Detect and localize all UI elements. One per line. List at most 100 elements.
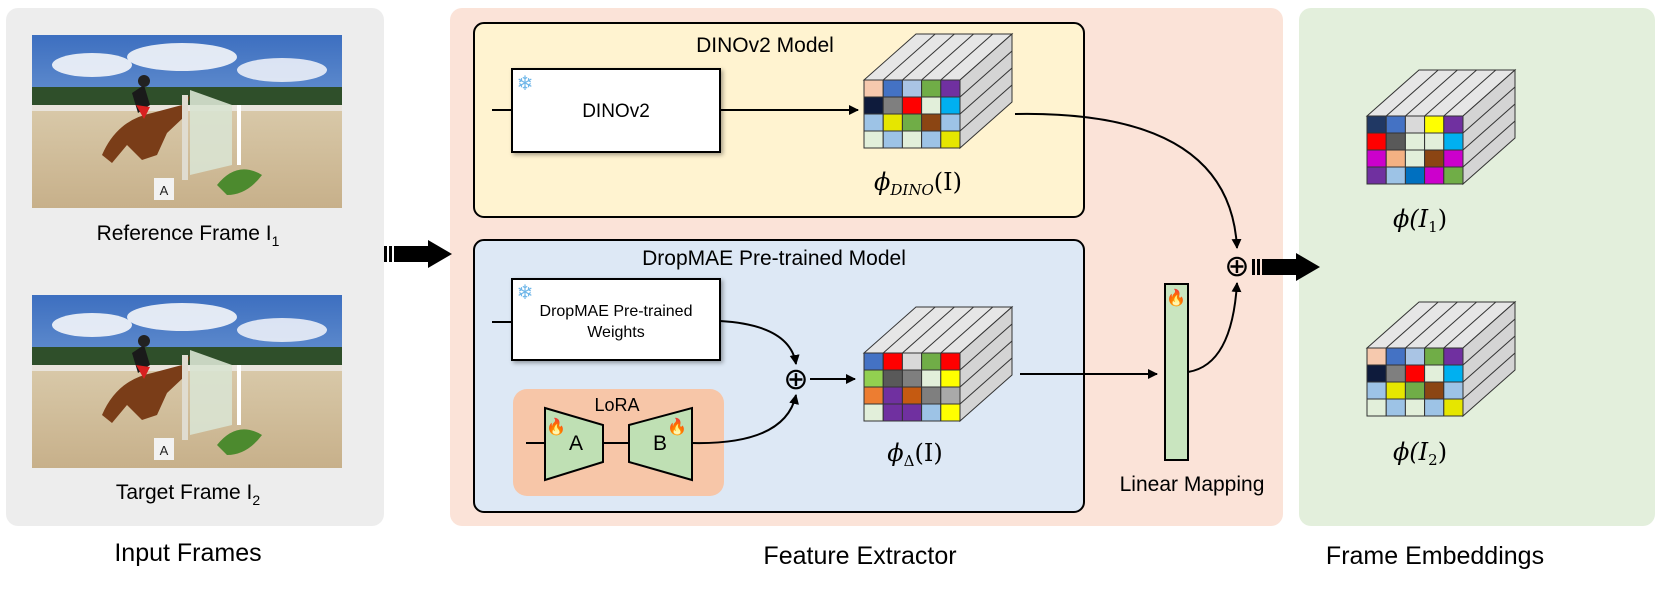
feature-cell <box>1366 347 1387 366</box>
target-frame-image <box>32 295 342 468</box>
feature-cell <box>1404 132 1426 151</box>
dropmae-model-title: DropMAE Pre-trained Model <box>642 247 906 270</box>
feature-cell <box>1404 149 1426 168</box>
feature-cell <box>1424 166 1445 185</box>
lora-b-label: B <box>653 432 667 455</box>
feature-cell <box>1385 364 1406 383</box>
feature-cell <box>921 369 942 388</box>
feature-cell <box>901 386 923 405</box>
feature-cell <box>901 96 923 115</box>
feature-cell <box>921 352 942 371</box>
input-to-extractor-arrow <box>384 240 452 268</box>
feature-cell <box>901 369 923 388</box>
section-label-input: Input Frames <box>114 539 261 567</box>
lora-plus-symbol: ⊕ <box>783 362 808 397</box>
dino-to-merge-arrow <box>1014 112 1242 249</box>
feature-cell <box>940 130 961 149</box>
feature-cell <box>940 96 961 115</box>
feature-cell <box>1366 381 1387 400</box>
feature-cell <box>882 403 903 422</box>
feature-cell <box>1385 381 1406 400</box>
fire-icon: 🔥 <box>667 417 687 436</box>
feature-cell <box>940 369 961 388</box>
fire-icon: 🔥 <box>1166 288 1186 307</box>
dino-feature-label: ϕDINO(I) <box>874 168 962 199</box>
feature-cell <box>921 113 942 132</box>
feature-cell <box>1443 115 1464 134</box>
dropmae-weights-label-1: DropMAE Pre-trained <box>540 303 693 320</box>
feature-cell <box>1385 166 1406 185</box>
feature-cell <box>863 113 884 132</box>
weights-to-plus-arrow <box>719 320 800 365</box>
extractor-to-embeddings-arrow <box>1252 253 1320 281</box>
feature-cell <box>901 352 923 371</box>
feature-cell <box>1385 132 1406 151</box>
feature-cell <box>940 386 961 405</box>
lora-a-label: A <box>569 432 583 455</box>
embedding-1-cube <box>1365 68 1517 186</box>
feature-cell <box>1385 347 1406 366</box>
feature-cell <box>940 79 961 98</box>
feature-cell <box>940 352 961 371</box>
fire-icon: 🔥 <box>546 417 566 436</box>
feature-cell <box>1366 132 1387 151</box>
feature-cell <box>1366 166 1387 185</box>
feature-cell <box>921 79 942 98</box>
feature-cell <box>1424 364 1445 383</box>
target-frame-label: Target Frame I2 <box>116 481 261 508</box>
feature-cell <box>940 113 961 132</box>
delta-feature-cube <box>862 305 1014 423</box>
dino-model-title: DINOv2 Model <box>696 34 834 57</box>
embedding-2-label: ϕ(I2) <box>1393 438 1447 469</box>
feature-cell <box>1404 347 1426 366</box>
feature-cell <box>863 403 884 422</box>
feature-cell <box>1404 364 1426 383</box>
feature-cell <box>1366 149 1387 168</box>
feature-cell <box>863 79 884 98</box>
linear-to-merge-arrow <box>1187 282 1242 373</box>
linear-mapping-bar <box>1164 283 1189 461</box>
delta-feature-label: ϕΔ(I) <box>887 439 942 470</box>
section-label-extractor: Feature Extractor <box>763 542 956 570</box>
feature-cell <box>901 130 923 149</box>
feature-cell <box>882 352 903 371</box>
feature-cell <box>921 386 942 405</box>
feature-cell <box>1443 149 1464 168</box>
feature-cell <box>863 130 884 149</box>
feature-cell <box>1385 149 1406 168</box>
feature-cell <box>901 113 923 132</box>
feature-cell <box>1443 166 1464 185</box>
feature-cell <box>1443 381 1464 400</box>
reference-frame-image <box>32 35 342 208</box>
lora-b-block <box>628 406 693 482</box>
lora-title: LoRA <box>594 395 639 415</box>
feature-cell <box>1424 398 1445 417</box>
feature-cell <box>882 130 903 149</box>
feature-cell <box>1366 115 1387 134</box>
feature-cell <box>1404 381 1426 400</box>
feature-cell <box>1404 398 1426 417</box>
reference-frame-label: Reference Frame I1 <box>97 222 280 249</box>
dino-block-label: DINOv2 <box>582 101 650 122</box>
feature-cell <box>1424 132 1445 151</box>
feature-cell <box>1443 398 1464 417</box>
feature-cell <box>1404 166 1426 185</box>
snowflake-icon: ❄ <box>517 282 534 304</box>
feature-cell <box>863 352 884 371</box>
dropmae-weights-block <box>511 278 721 361</box>
feature-cell <box>882 96 903 115</box>
feature-cell <box>921 130 942 149</box>
feature-cell <box>1424 381 1445 400</box>
dino-feature-cube <box>862 32 1014 150</box>
dropmae-weights-label-2: Weights <box>587 324 645 341</box>
lora-to-plus-arrow <box>691 394 799 445</box>
embedding-1-label: ϕ(I1) <box>1393 205 1447 236</box>
feature-cell <box>1424 149 1445 168</box>
merge-plus-symbol: ⊕ <box>1224 249 1249 284</box>
feature-cell <box>1404 115 1426 134</box>
feature-cell <box>1424 347 1445 366</box>
feature-cell <box>1443 132 1464 151</box>
feature-cell <box>882 113 903 132</box>
section-label-embeddings: Frame Embeddings <box>1326 542 1544 570</box>
